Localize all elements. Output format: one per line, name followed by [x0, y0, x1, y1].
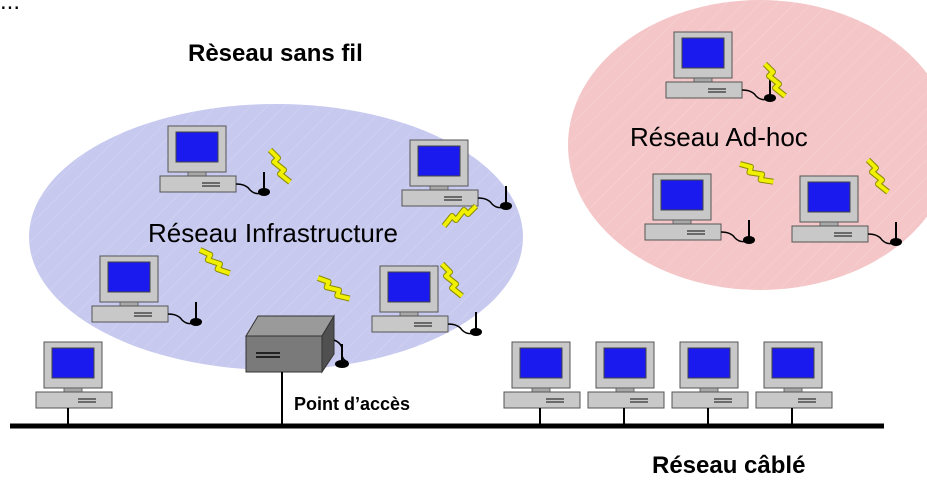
access-point-label: Point d’accès: [294, 394, 411, 414]
wired-network-title: Réseau câblé: [652, 452, 806, 479]
computer-icon: [35, 341, 113, 409]
infrastructure-network-label: Réseau Infrastructure: [148, 218, 399, 248]
computer-icon: [755, 341, 833, 409]
access-point-device-icon: [245, 314, 349, 374]
adhoc-network-label: Réseau Ad-hoc: [630, 122, 808, 152]
computer-icon: [671, 341, 749, 409]
top-cropped-text: ...: [0, 0, 21, 15]
computer-icon: [503, 341, 581, 409]
computer-icon: [587, 341, 665, 409]
wireless-network-title: Rèseau sans fil: [188, 40, 363, 67]
